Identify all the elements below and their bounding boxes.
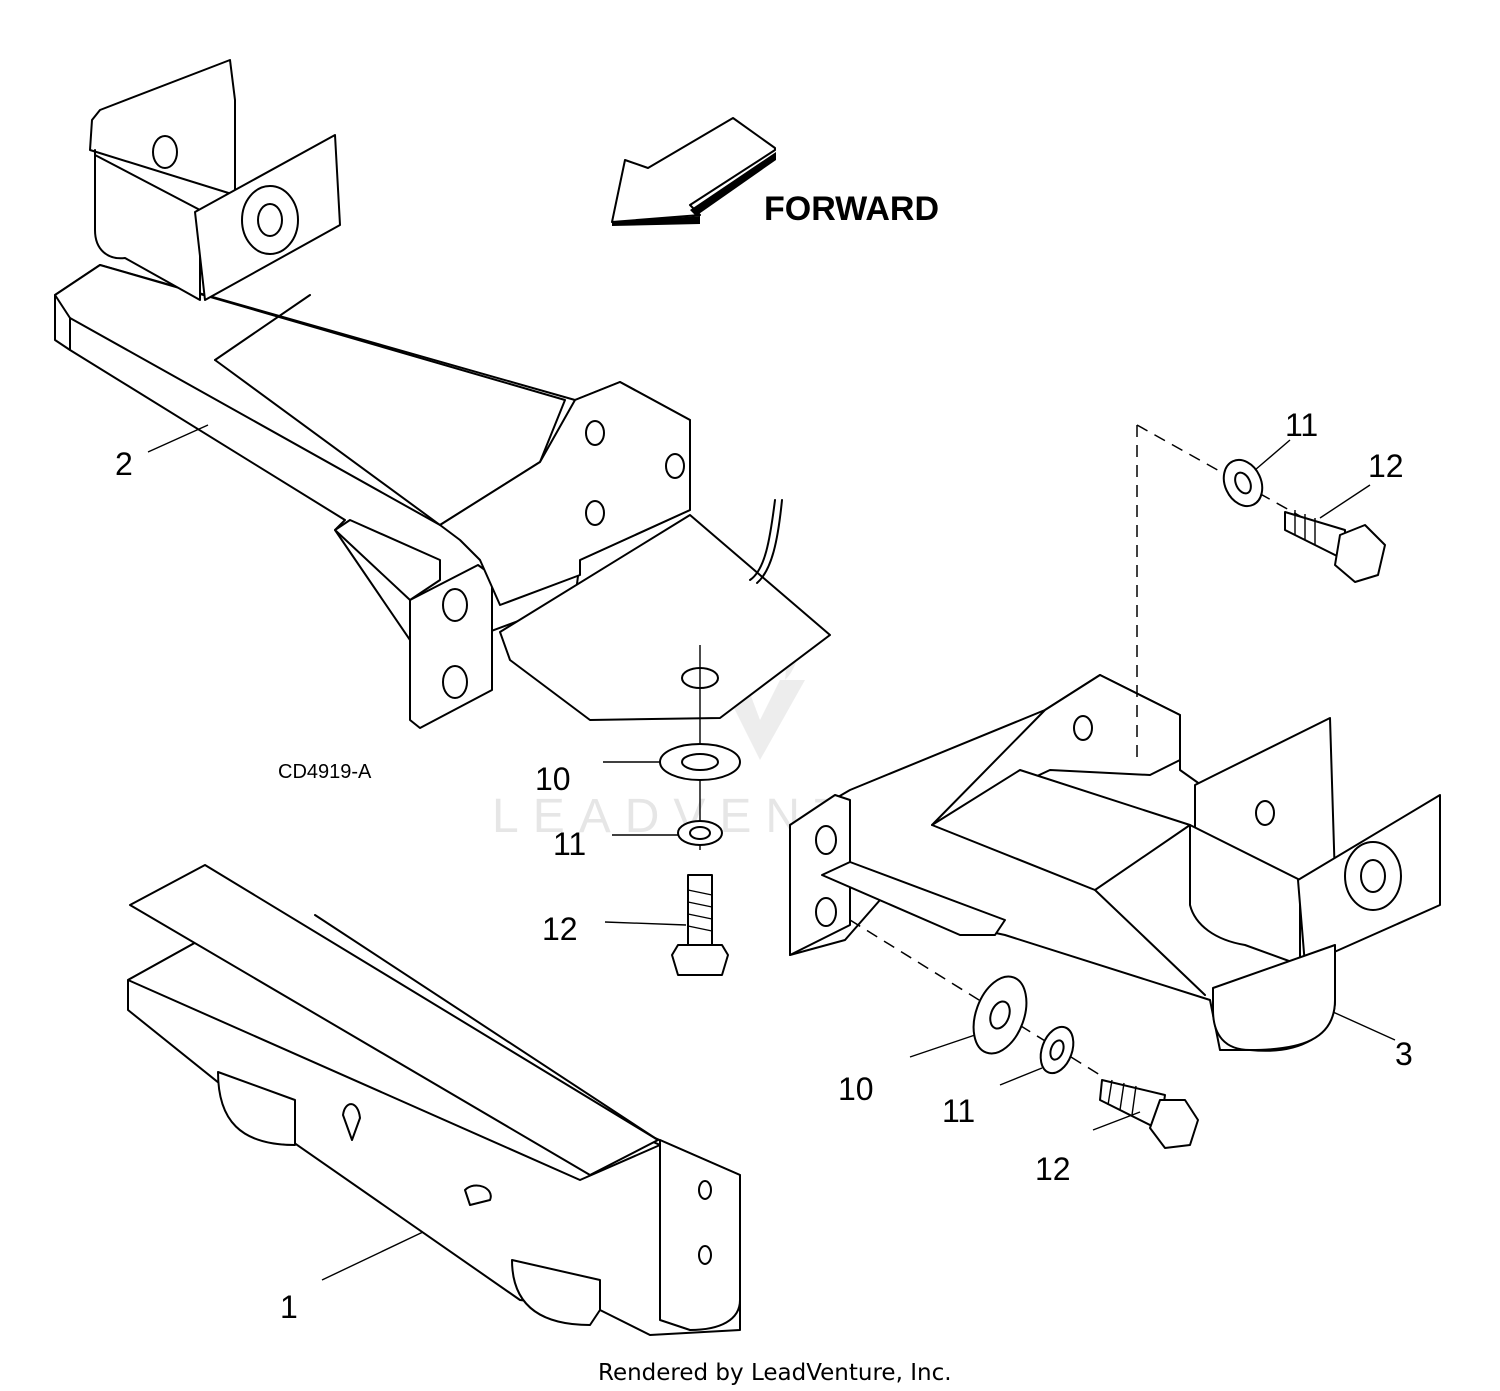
leader-bolt-12-top xyxy=(1319,484,1371,519)
callout-lockwasher-11-lower: 11 xyxy=(942,1093,975,1129)
callout-bolt-12-top: 12 xyxy=(1368,448,1404,484)
center-hardware xyxy=(659,718,741,976)
leader-washer-10-lower xyxy=(909,1034,976,1058)
callout-bolt-12-lower: 12 xyxy=(1035,1151,1071,1187)
leader-lockwasher-11-lower xyxy=(999,1067,1043,1086)
leader-part-1 xyxy=(321,1231,424,1281)
callout-washer-10-lower: 10 xyxy=(838,1071,874,1107)
top-right-hardware xyxy=(1222,458,1386,583)
forward-arrow-icon xyxy=(611,117,776,226)
leader-bolt-12-lower xyxy=(1092,1111,1141,1131)
drawing-code: CD4919-A xyxy=(278,761,372,783)
part-3-bracket xyxy=(789,674,1441,1052)
callout-part-1: 1 xyxy=(280,1289,298,1325)
leader-part-3 xyxy=(1332,1011,1396,1041)
part-2-bracket xyxy=(54,59,831,729)
leader-bolt-12-center xyxy=(604,921,687,926)
callout-part-2: 2 xyxy=(115,446,133,482)
callout-washer-10-center: 10 xyxy=(535,761,571,797)
callout-part-3: 3 xyxy=(1395,1036,1413,1072)
lower-right-hardware xyxy=(972,975,1199,1149)
footer-credit: Rendered by LeadVenture, Inc. xyxy=(598,1360,952,1386)
callout-lockwasher-11-center: 11 xyxy=(553,826,586,862)
forward-label: FORWARD xyxy=(764,190,939,228)
leader-lockwasher-11-top xyxy=(1254,439,1291,471)
part-1-channel xyxy=(127,864,741,1336)
callout-bolt-12-center: 12 xyxy=(542,911,578,947)
callout-lockwasher-11-top: 11 xyxy=(1285,407,1318,443)
leader-part-2 xyxy=(147,424,209,453)
